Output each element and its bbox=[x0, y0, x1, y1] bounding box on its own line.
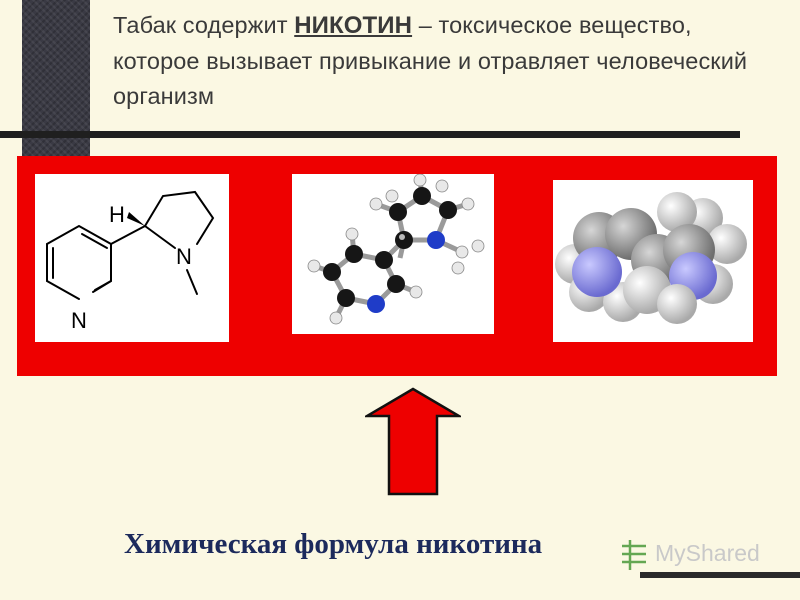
nitrogen-label-ring: N bbox=[176, 244, 192, 269]
watermark-text: MyShared bbox=[655, 540, 760, 566]
title-divider bbox=[0, 131, 740, 138]
hydrogen-label: H bbox=[109, 202, 125, 227]
formula-caption: Химическая формула никотина bbox=[124, 528, 543, 560]
title-text-end: – токсическое вещество, которое вызывает… bbox=[113, 12, 748, 109]
ball-and-stick-model-image bbox=[292, 174, 494, 334]
title-keyword: НИКОТИН bbox=[294, 12, 413, 39]
title-text-start: Табак содержит bbox=[113, 12, 295, 38]
nitrogen-label-pyridine: N bbox=[71, 308, 87, 333]
slide-title: Табак содержит НИКОТИН – токсическое вещ… bbox=[113, 8, 773, 115]
watermark-logo-icon bbox=[622, 540, 646, 570]
skeletal-formula-image: H N N bbox=[35, 174, 229, 342]
watermark-underline bbox=[640, 572, 800, 578]
up-arrow-icon bbox=[365, 387, 461, 496]
space-filling-model-image bbox=[553, 180, 753, 342]
